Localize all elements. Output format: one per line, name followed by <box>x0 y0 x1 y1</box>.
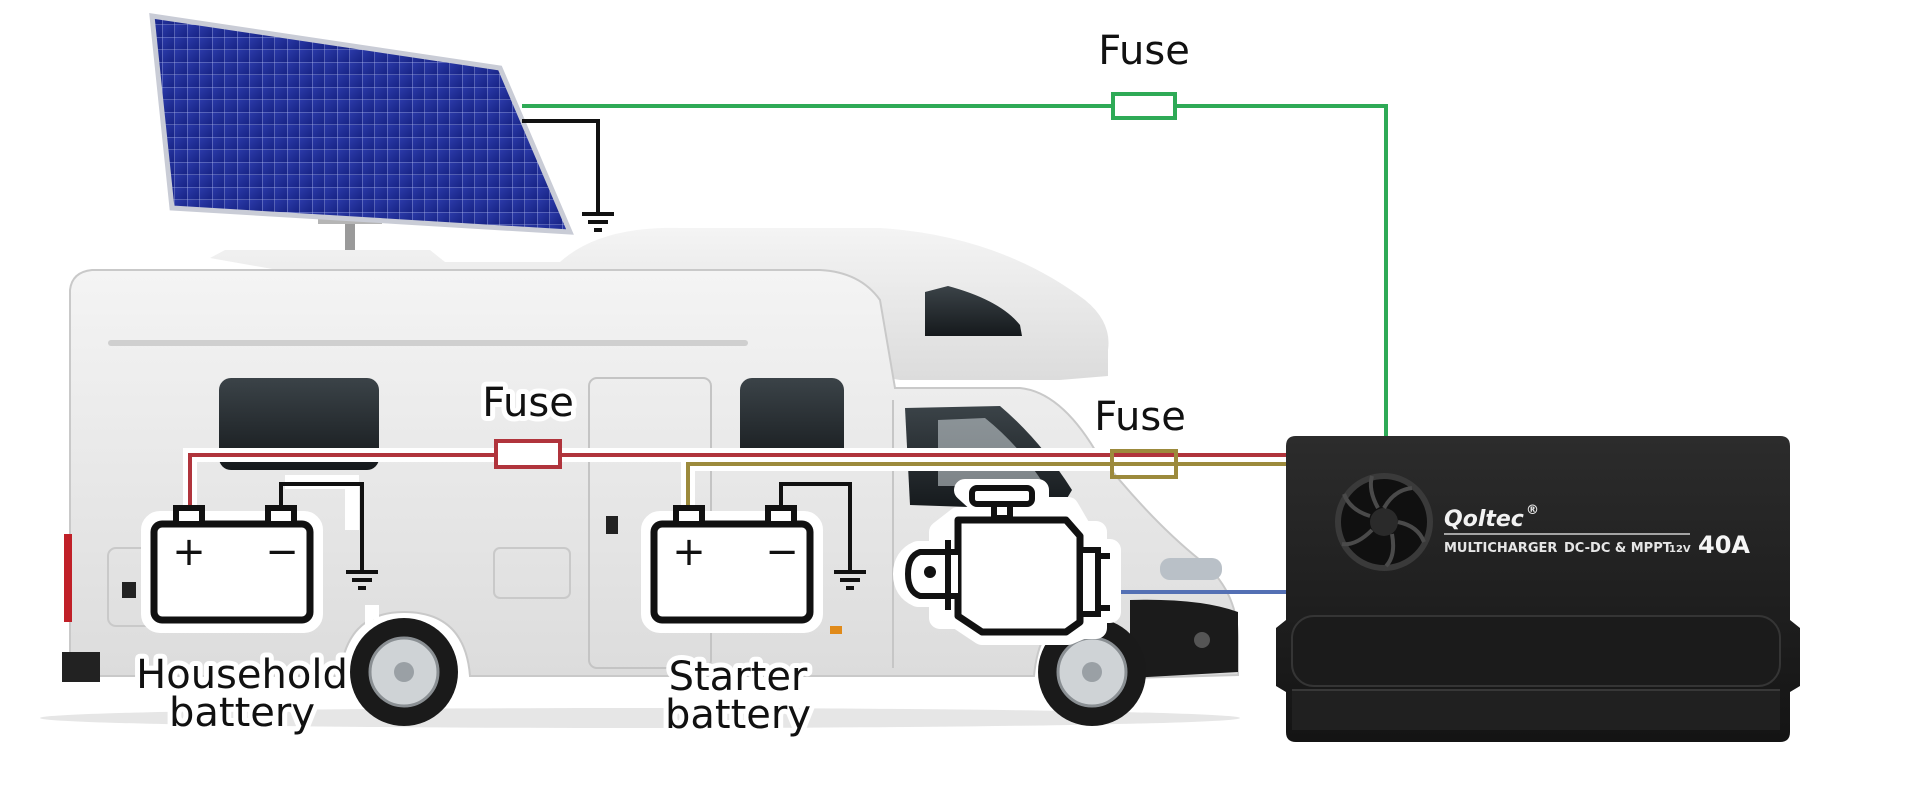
device-brand: Qoltec <box>1444 507 1524 532</box>
device-type: DC-DC & MPPT <box>1564 541 1672 556</box>
rear-wheel <box>350 618 458 726</box>
multicharger-device: Qoltec ® MULTICHARGER DC-DC & MPPT 12V 4… <box>1276 436 1800 742</box>
fuse-label-household: Fuse <box>482 380 574 426</box>
fuse-icon <box>1111 92 1177 120</box>
battery-minus-label: − <box>765 529 799 575</box>
household-battery-label-line2: battery <box>169 690 315 736</box>
starter-battery-label-line2: battery <box>665 692 811 738</box>
fuse-icon <box>1110 449 1178 479</box>
fuse-label-solar: Fuse <box>1098 28 1190 74</box>
battery-plus-label: + <box>672 529 706 575</box>
device-registered-mark: ® <box>1526 503 1539 518</box>
device-model: MULTICHARGER <box>1444 541 1557 556</box>
fan-icon <box>1335 473 1433 571</box>
device-voltage: 12V <box>1669 544 1691 555</box>
solar-wire <box>522 104 1388 436</box>
solar-panel-icon <box>149 13 574 256</box>
fuse-label-starter: Fuse <box>1094 394 1186 440</box>
fuse-icon <box>494 439 562 469</box>
battery-plus-label: + <box>172 529 206 575</box>
starter-battery-label-line1: Starter <box>669 654 808 700</box>
ground-icon <box>582 212 614 232</box>
engine-icon <box>893 479 1121 645</box>
battery-icon: + − <box>141 475 379 633</box>
battery-minus-label: − <box>265 529 299 575</box>
solar-ground-wire <box>522 119 600 212</box>
household-battery-label-line1: Household <box>136 652 348 698</box>
device-current: 40A <box>1698 531 1750 559</box>
battery-icon: + − <box>641 482 866 633</box>
